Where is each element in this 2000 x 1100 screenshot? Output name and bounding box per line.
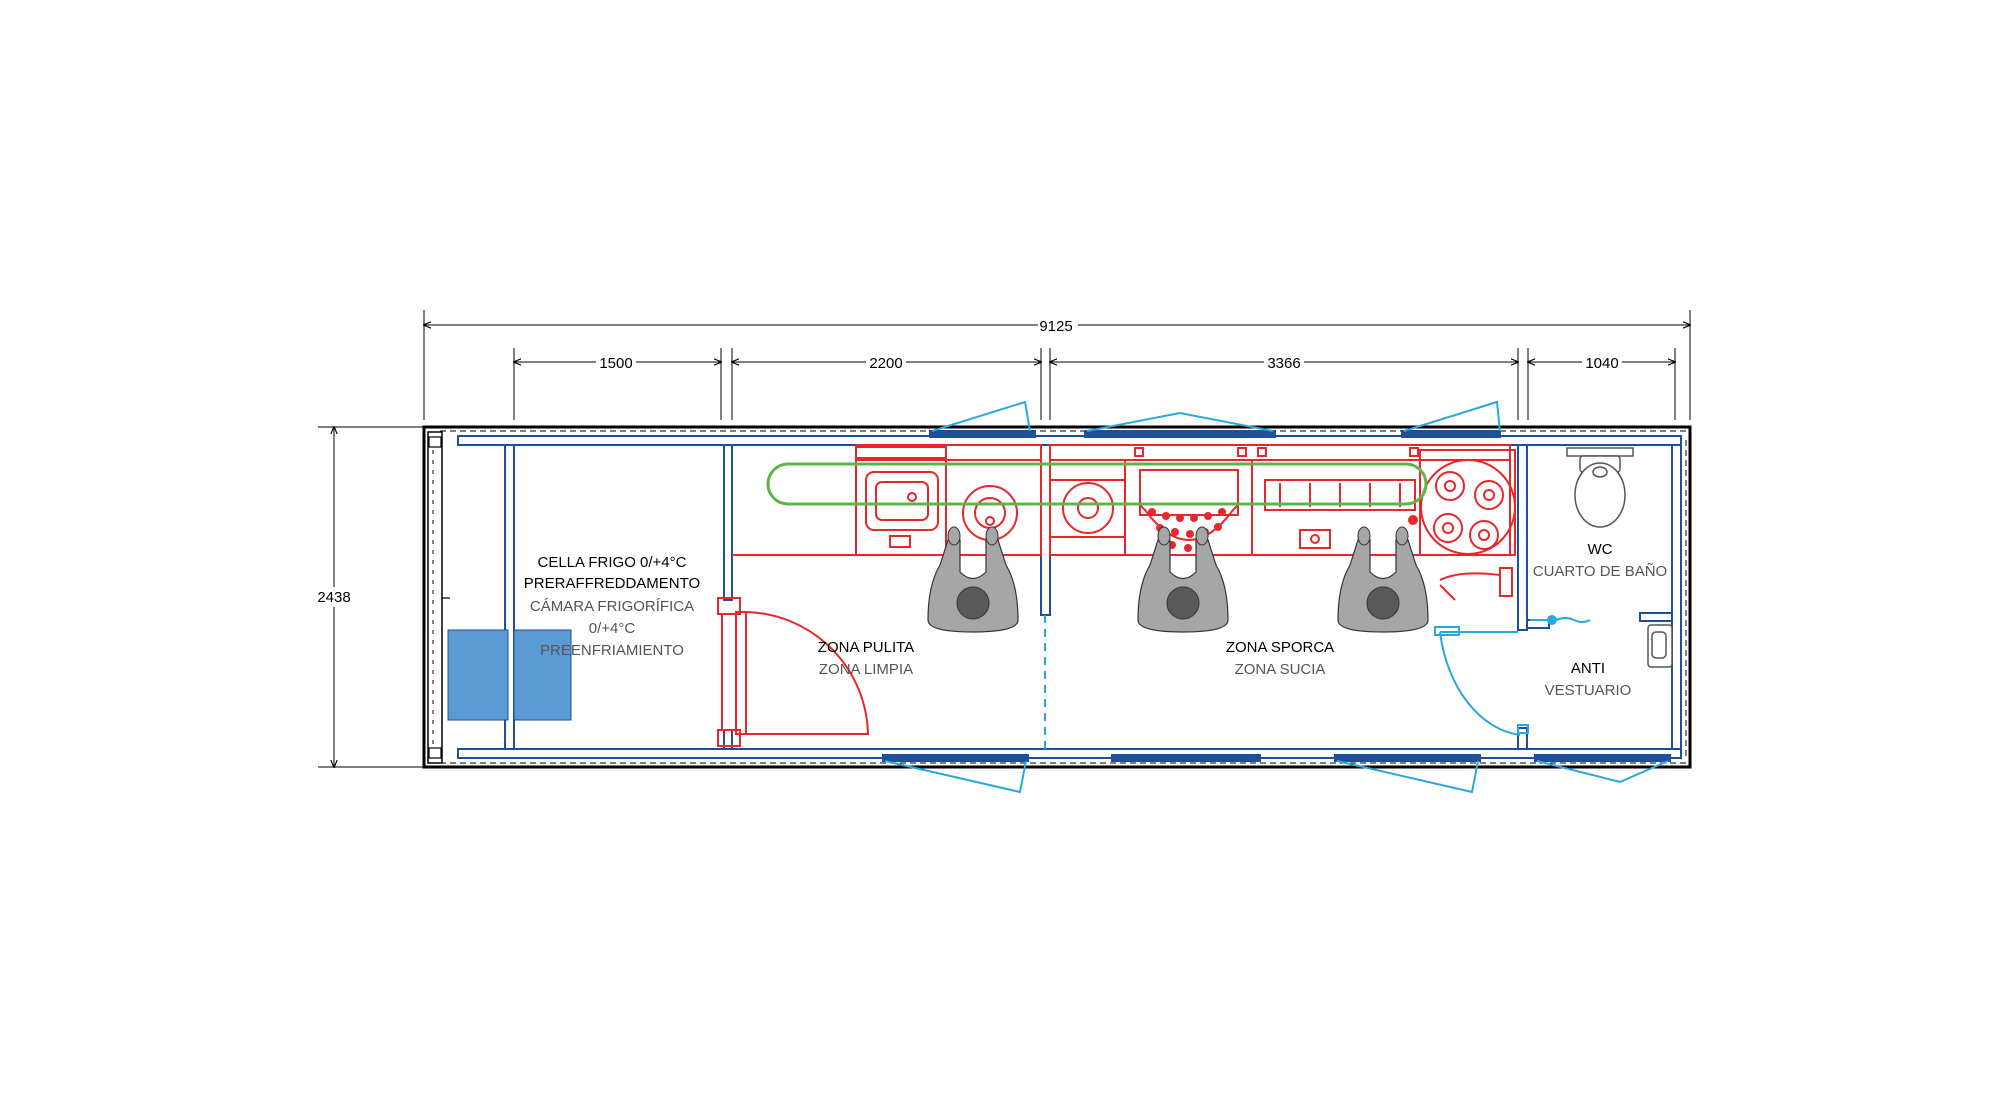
cold-room-title-es-1: CÁMARA FRIGORÍFICA: [530, 598, 694, 615]
windows-top: [929, 400, 1501, 438]
ante-title-es: VESTUARIO: [1545, 682, 1632, 699]
cold-room-title-it-1: CELLA FRIGO 0/+4°C: [538, 554, 687, 571]
label-clean-zone: ZONA PULITA ZONA LIMPIA: [818, 639, 914, 678]
cold-room-title-es-3: PREENFRIAMIENTO: [540, 642, 684, 659]
clean-zone-title-es: ZONA LIMPIA: [819, 661, 913, 678]
cold-room-door: [717, 597, 870, 747]
windows-bottom: [882, 754, 1671, 794]
shower-fitting-icon: [1530, 615, 1591, 625]
toilet-icon: [1566, 447, 1634, 528]
dimension-overall: 9125: [1039, 318, 1072, 335]
dimension-segment-4: 1040: [1585, 355, 1618, 372]
cold-room-units: [447, 629, 572, 721]
worker-2: [1137, 526, 1229, 633]
dirty-zone-title-it: ZONA SPORCA: [1226, 639, 1334, 656]
worker-3: [1337, 526, 1429, 633]
doors-wc: [1434, 626, 1529, 736]
dirty-zone-equipment: [1049, 444, 1516, 601]
cold-room-title-es-2: 0/+4°C: [589, 620, 636, 637]
dimension-segment-1: 1500: [599, 355, 632, 372]
label-dirty-zone: ZONA SPORCA ZONA SUCIA: [1226, 639, 1334, 678]
dirty-zone-title-es: ZONA SUCIA: [1235, 661, 1326, 678]
dimension-segment-2: 2200: [869, 355, 902, 372]
dimension-segment-3: 3366: [1267, 355, 1300, 372]
label-ante: ANTI VESTUARIO: [1545, 660, 1632, 699]
container-walls: [422, 425, 1692, 769]
washbasin-icon: [1647, 624, 1673, 668]
worker-1: [927, 526, 1019, 633]
conveyor-loop: [766, 462, 1428, 506]
label-cold-room: CELLA FRIGO 0/+4°C PRERAFFREDDAMENTO CÁM…: [524, 554, 700, 659]
clean-zone-equipment: [732, 444, 1042, 556]
label-wc: WC CUARTO DE BAÑO: [1533, 541, 1667, 580]
dimension-height: 2438: [317, 589, 350, 606]
clean-zone-title-it: ZONA PULITA: [818, 639, 914, 656]
wc-title-it: WC: [1588, 541, 1613, 558]
cold-room-title-it-2: PRERAFFREDDAMENTO: [524, 575, 700, 592]
ante-title-it: ANTI: [1571, 660, 1605, 677]
wc-title-es: CUARTO DE BAÑO: [1533, 563, 1667, 580]
